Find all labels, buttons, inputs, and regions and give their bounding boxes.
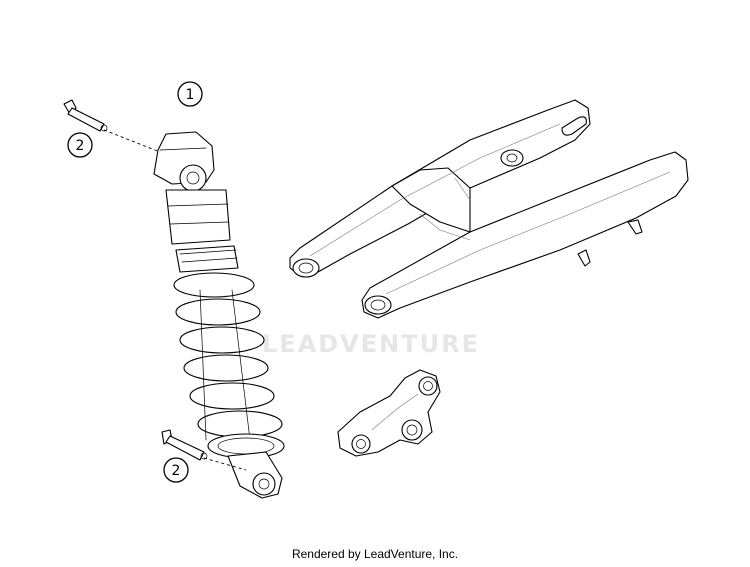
watermark-text: LEADVENTURE bbox=[262, 330, 480, 358]
lower-bolt[interactable] bbox=[161, 429, 208, 461]
callout-label: 2 bbox=[76, 138, 85, 154]
shock-absorber[interactable] bbox=[153, 131, 285, 499]
callout-2-lower[interactable]: 2 bbox=[163, 457, 189, 483]
upper-bolt[interactable] bbox=[63, 99, 108, 132]
linkage-lever[interactable] bbox=[337, 369, 441, 457]
callout-label: 1 bbox=[186, 87, 195, 103]
footer-credit: Rendered by LeadVenture, Inc. bbox=[291, 547, 459, 561]
leader-line bbox=[203, 457, 247, 471]
leader-line bbox=[103, 129, 161, 153]
callout-2-upper[interactable]: 2 bbox=[67, 132, 93, 158]
swingarm[interactable] bbox=[289, 99, 689, 319]
callout-1[interactable]: 1 bbox=[177, 81, 203, 107]
callout-label: 2 bbox=[172, 463, 181, 479]
